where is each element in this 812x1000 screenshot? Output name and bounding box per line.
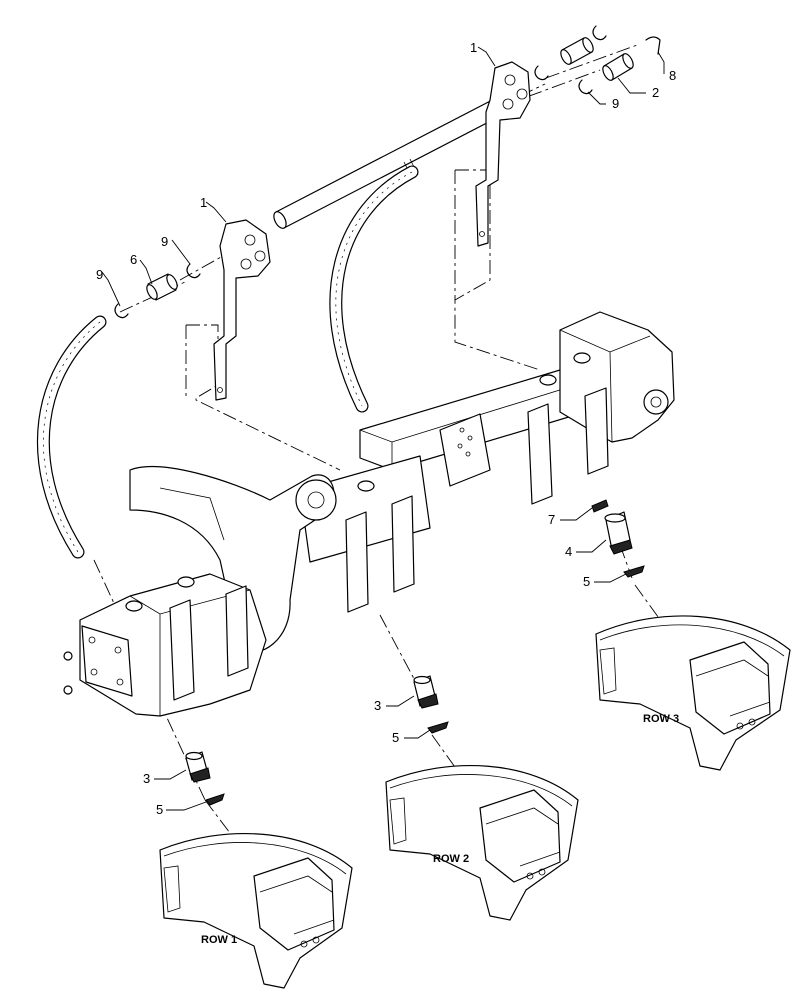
callout-5-row1: 5: [156, 802, 163, 817]
row-unit-3: [595, 615, 791, 771]
callout-8: 8: [669, 68, 676, 83]
clip-ring-9: [114, 303, 129, 319]
callout-labels: 1 1 2 8 9 9 9 6 7 4 5 3 5 3 5: [96, 40, 676, 817]
clip-ring: [592, 25, 607, 41]
callout-7: 7: [548, 512, 555, 527]
callout-6: 6: [130, 252, 137, 267]
callout-5-row2: 5: [392, 730, 399, 745]
seal-5-row3: [623, 565, 645, 578]
leader-lines: [101, 46, 665, 811]
callout-9-upper: 9: [612, 96, 619, 111]
callout-3-row1: 3: [143, 771, 150, 786]
callout-9-left: 9: [96, 267, 103, 282]
row-1-label: ROW 1: [201, 934, 237, 946]
bushing-hardware-upper: [534, 25, 661, 95]
seal-5-row1: [205, 793, 225, 806]
clip-ring-9: [578, 79, 593, 95]
shaft-rod: [273, 95, 509, 229]
row-labels: ROW 3 ROW 2 ROW 1: [201, 713, 679, 946]
support-bracket-left: [213, 219, 271, 401]
row-3-label: ROW 3: [643, 713, 679, 725]
clip-ring: [534, 65, 549, 81]
main-frame: [63, 311, 675, 717]
callout-3-row2: 3: [374, 698, 381, 713]
callout-2: 2: [652, 85, 659, 100]
bushing-hardware-left: [114, 263, 201, 319]
clip-ring-9: [186, 263, 201, 279]
support-bracket-upper: [475, 61, 531, 247]
callout-4: 4: [565, 544, 572, 559]
seal-5-row2: [427, 721, 449, 734]
row-unit-1: [159, 832, 353, 989]
hose-assembly: [36, 165, 419, 559]
callout-1-left: 1: [200, 195, 207, 210]
callout-9-mid: 9: [161, 234, 168, 249]
gasket-7: [591, 499, 609, 513]
callout-5-row3: 5: [583, 574, 590, 589]
fittings: [185, 499, 645, 806]
callout-1-upper: 1: [470, 40, 477, 55]
row-2-label: ROW 2: [433, 853, 469, 865]
hairpin-clip-8: [645, 36, 661, 55]
row-unit-2: [385, 764, 579, 921]
